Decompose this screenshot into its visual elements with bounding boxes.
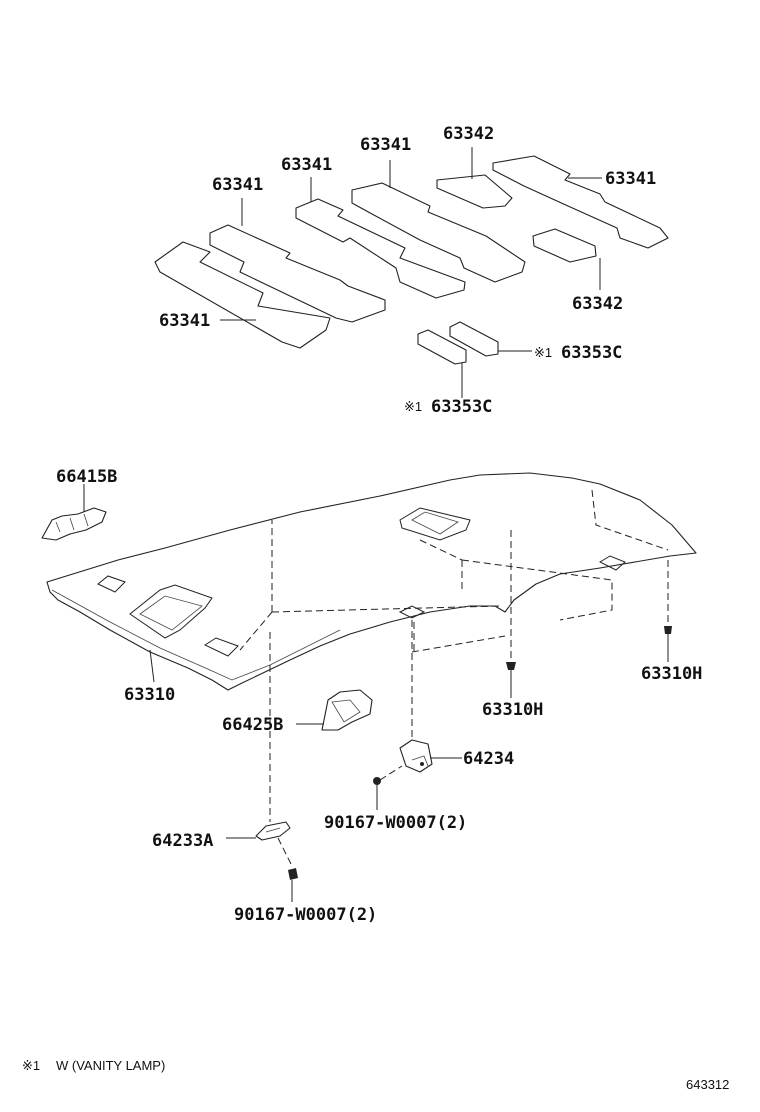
diagram-reference-number: 643312	[686, 1077, 729, 1092]
label-66425B: 66425B	[222, 715, 283, 735]
label-66415B: 66415B	[56, 467, 117, 487]
silencer-pad-63342-top	[436, 174, 513, 209]
label-63341-c: 63341	[212, 175, 263, 195]
silencer-pad-63342-right	[532, 228, 597, 263]
headliner-group	[46, 472, 697, 691]
bracket-66425B	[321, 689, 373, 731]
silencer-strip-63353C-bottom	[417, 329, 467, 365]
silencer-pad-63341-second	[209, 224, 386, 323]
label-63310: 63310	[124, 685, 175, 705]
silencer-pads-group	[154, 147, 669, 398]
label-63341-b: 63341	[281, 155, 332, 175]
label-63342-right: 63342	[572, 294, 623, 314]
silencer-pad-63341-right	[492, 155, 669, 249]
lamp-64233A	[255, 821, 291, 841]
footnote-text: W (VANITY LAMP)	[56, 1058, 165, 1073]
label-63353C-right: 63353C	[561, 343, 622, 363]
screw-90167-right	[373, 777, 381, 810]
headliner-opening-front	[97, 575, 126, 593]
label-63353C-bottom: 63353C	[431, 397, 492, 417]
silencer-pad-63341-left	[154, 241, 331, 349]
label-63341-e: 63341	[159, 311, 210, 331]
clip-63310H-center	[506, 662, 516, 698]
headliner-opening-rear	[399, 507, 471, 541]
silencer-strip-63353C-right	[449, 321, 499, 357]
note-mark-right: ※1	[534, 345, 552, 360]
silencer-pad-63341-fourth	[351, 182, 526, 283]
footnote-mark: ※1	[22, 1058, 40, 1073]
silencer-pad-63341-third	[295, 198, 466, 299]
headliner-opening-right	[598, 555, 626, 571]
small-parts	[41, 484, 672, 902]
label-63341-d: 63341	[605, 169, 656, 189]
vanity-lamp-cover-64234	[399, 739, 433, 773]
label-63310H-center: 63310H	[482, 700, 543, 720]
assembly-lines	[269, 530, 669, 867]
label-90167-bottom: 90167-W0007(2)	[234, 905, 377, 925]
label-63342-top: 63342	[443, 124, 494, 144]
label-64233A: 64233A	[152, 831, 213, 851]
sunroof-opening	[129, 584, 213, 639]
screw-90167-bottom	[288, 868, 298, 902]
note-mark-bottom: ※1	[404, 399, 422, 414]
clip-63310H-right	[664, 626, 672, 662]
labels: 63342 63341 63341 63341 63341 63342 6334…	[56, 124, 702, 925]
label-64234: 64234	[463, 749, 514, 769]
label-90167-right: 90167-W0007(2)	[324, 813, 467, 833]
label-63341-a: 63341	[360, 135, 411, 155]
footer: ※1 W (VANITY LAMP) 643312	[22, 1058, 729, 1092]
headliner-opening-map-lamp	[203, 637, 239, 657]
label-63310H-right: 63310H	[641, 664, 702, 684]
headliner-63310	[46, 472, 697, 691]
bracket-66415B	[41, 507, 107, 541]
